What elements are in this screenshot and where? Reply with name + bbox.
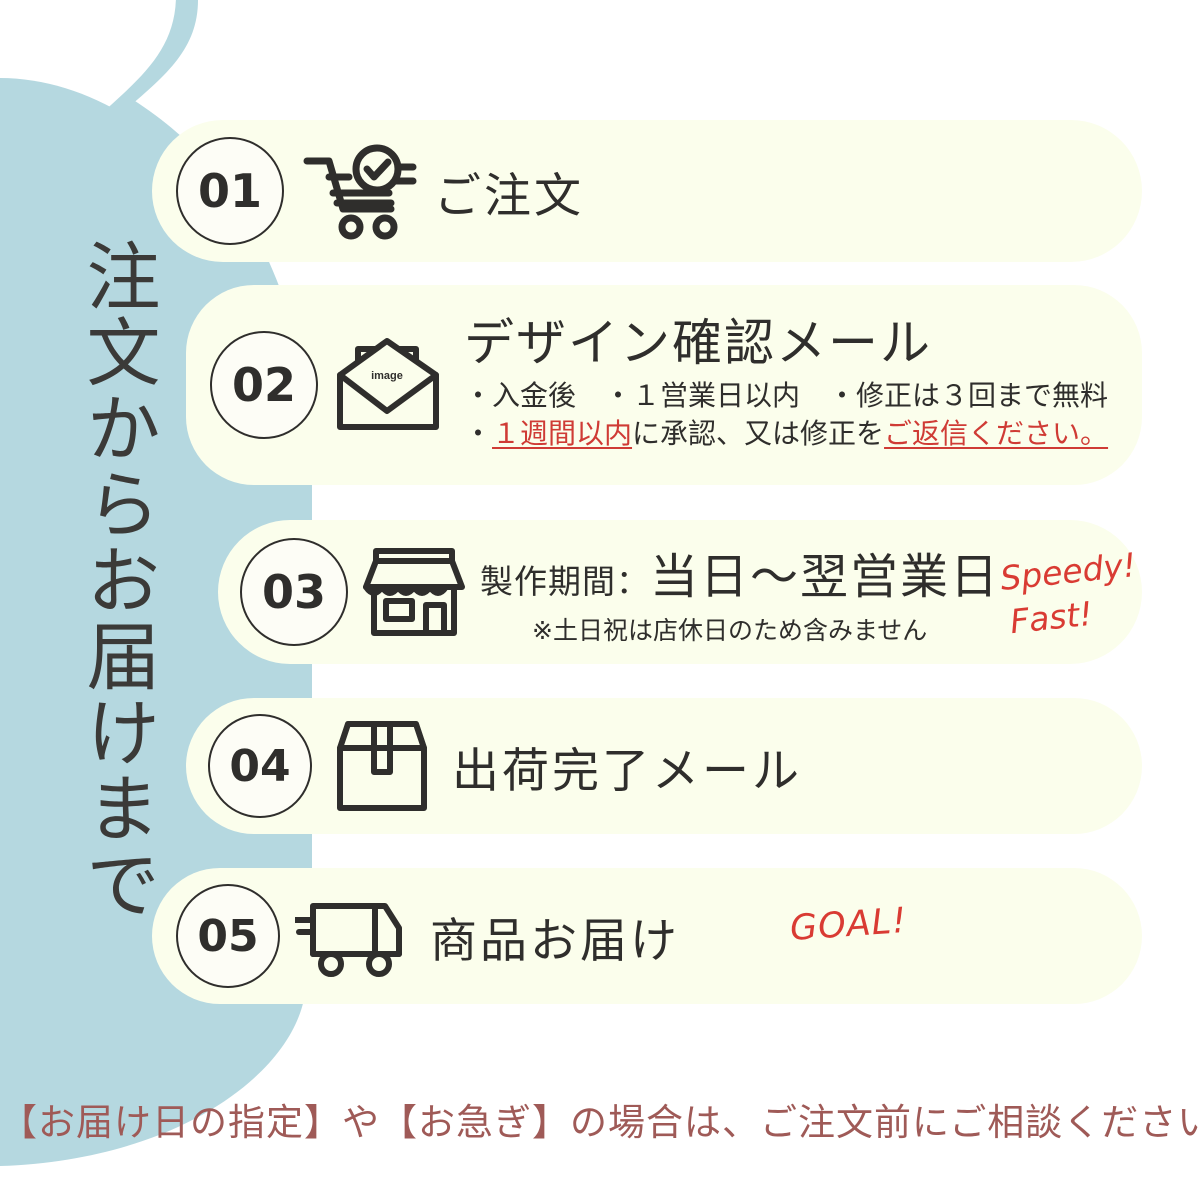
step-title-01: ご注文 [434,168,584,224]
production-period-label: 製作期間： [480,562,650,601]
production-period-note: ※土日祝は店休日のため含みません [532,616,928,645]
step-detail-line-2: ・１週間以内に承認、又は修正をご返信ください。 [464,415,1142,453]
step-number-badge: 02 [210,331,318,439]
shopping-cart-check-icon [284,136,434,246]
step-card-01[interactable]: 01 ご注文 [152,120,1142,262]
step-body-02: デザイン確認メール ・入金後 ・１営業日以内 ・修正は３回まで無料 ・１週間以内… [458,317,1142,453]
step-number-badge: 05 [176,884,280,988]
detail-deadline-highlight: １週間以内 [492,417,633,451]
step-03-main-row: 製作期間： 当日〜翌営業日 [480,537,1142,607]
step-body-03: 製作期間： 当日〜翌営業日 ※土日祝は店休日のため含みません [480,537,1142,647]
footer-note: 【お届け日の指定】や【お急ぎ】の場合は、ご注文前にご相談ください。 [0,1101,1200,1144]
step-title-04: 出荷完了メール [452,743,802,799]
envelope-image-label: image [371,370,403,382]
step-card-03[interactable]: 03 製作期間： 当日〜翌営業日 ※土日祝は店休日のため含みません [218,520,1142,664]
detail-bullet: ・ [464,417,493,451]
step-card-04[interactable]: 04 出荷完了メール [186,698,1142,834]
step-title-05: 商品お届け [430,913,680,969]
step-body-05: 商品お届け [430,902,1142,971]
step-number-badge: 01 [176,137,284,245]
production-period-value: 当日〜翌営業日 [650,549,1001,605]
step-detail-line-1: ・入金後 ・１営業日以内 ・修正は３回まで無料 [464,379,1109,413]
storefront-icon [348,537,480,647]
step-body-04: 出荷完了メール [452,732,1142,801]
page-title-vertical: 注文からお届けまで [74,238,160,922]
annotation-goal: GOAL! [788,900,909,950]
package-box-icon [312,711,452,821]
step-body-01: ご注文 [434,157,1142,226]
step-card-02[interactable]: 02 image デザイン確認メール ・入金後 ・１営業日以内 ・修正は３回まで… [186,285,1142,485]
delivery-truck-icon [280,881,430,991]
step-number-badge: 04 [208,714,312,818]
detail-reply-highlight: ご返信ください。 [884,417,1109,451]
detail-middle-text: に承認、又は修正を [632,417,885,451]
step-number-badge: 03 [240,538,348,646]
step-title-02: デザイン確認メール [464,313,932,372]
open-envelope-image-icon: image [318,325,458,445]
step-card-05[interactable]: 05 商品お届け [152,868,1142,1004]
